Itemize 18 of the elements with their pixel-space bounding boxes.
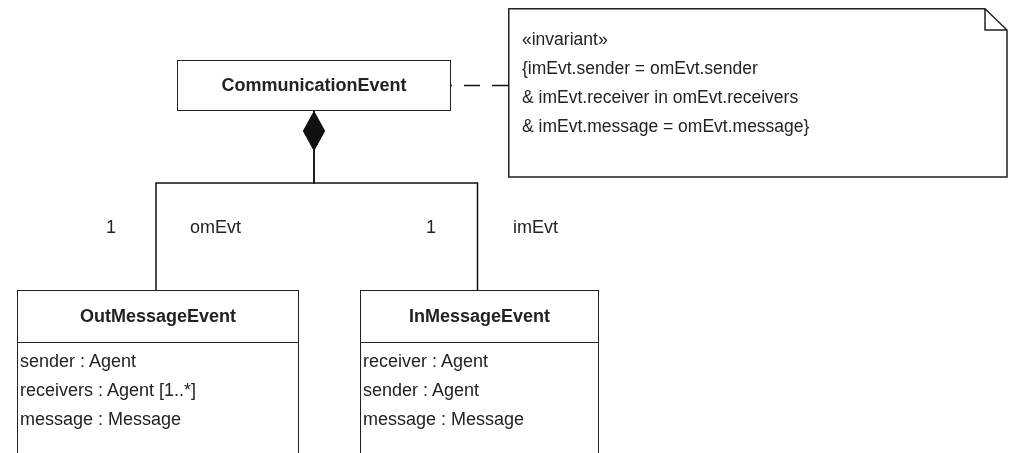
attribute-text: sender : Agent	[363, 380, 480, 400]
attribute-text: message : Message	[363, 409, 525, 429]
class-box	[17, 290, 299, 453]
class-box	[360, 290, 599, 453]
note-box	[508, 8, 1008, 178]
class-name: InMessageEvent	[408, 306, 551, 327]
attribute-text: sender : Agent	[20, 351, 137, 371]
class-box	[177, 60, 451, 111]
attribute-text: message : Message	[20, 409, 182, 429]
constraint-text: {imEvt.sender = omEvt.sender	[522, 57, 758, 80]
class-name: CommunicationEvent	[221, 74, 407, 96]
constraint-text: & imEvt.receiver in omEvt.receivers	[522, 86, 799, 109]
stereotype-text: «invariant»	[522, 28, 608, 51]
constraint-text: & imEvt.message = omEvt.message}	[522, 115, 810, 138]
attribute-text: receiver : Agent	[363, 351, 489, 371]
class-name: OutMessageEvent	[79, 306, 237, 327]
composition-connector	[303, 110, 479, 291]
attribute-text: receivers : Agent [1..*]	[20, 380, 197, 400]
